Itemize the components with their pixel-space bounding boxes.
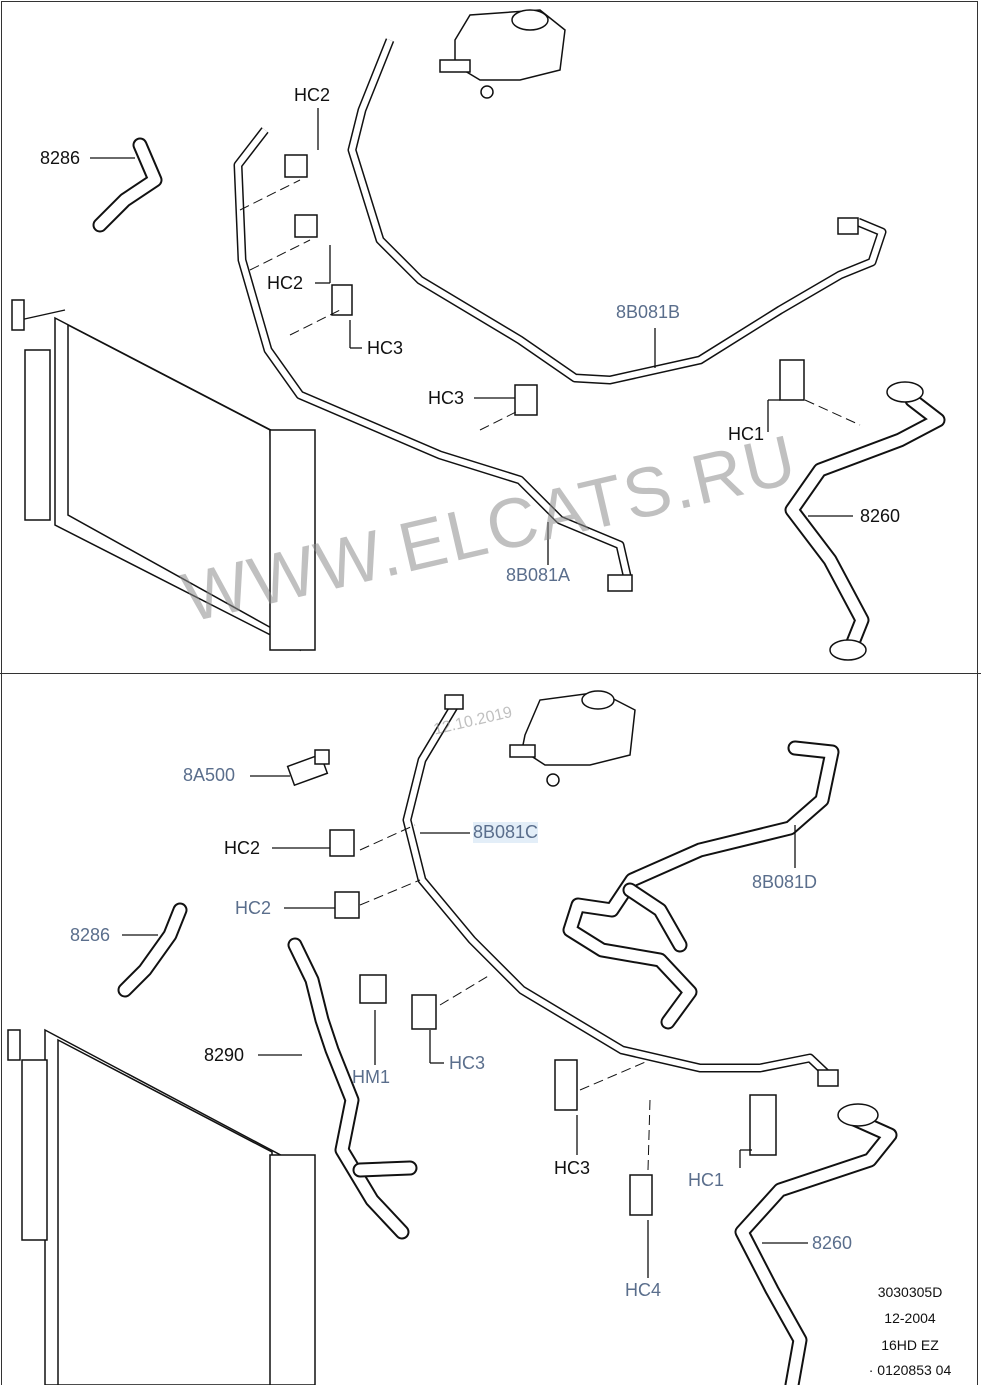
label-8260-bottom: 8260 <box>812 1233 853 1253</box>
label-hc2-top-b: HC2 <box>267 273 304 293</box>
label-hc3-bottom-b: HC3 <box>554 1158 591 1178</box>
label-hc1-top: HC1 <box>728 424 765 444</box>
sensor-8a500 <box>286 749 330 787</box>
drawing-date: 12-2004 <box>884 1310 936 1326</box>
radiator-bottom <box>7 1028 316 1385</box>
label-8b081b: 8B081B <box>616 302 681 322</box>
hose-8b081c <box>402 694 839 1087</box>
reference-number: · 0120853 04 <box>868 1362 952 1378</box>
label-hm1: HM1 <box>352 1067 391 1087</box>
label-hc2-bottom-a: HC2 <box>224 838 261 858</box>
label-hc3-top-a: HC3 <box>367 338 404 358</box>
radiator-top <box>11 299 316 652</box>
label-8260-top: 8260 <box>860 506 901 526</box>
hose-8b081b <box>347 38 887 385</box>
hose-8260-bottom <box>734 1103 898 1385</box>
label-8290: 8290 <box>204 1045 245 1065</box>
label-8286-top: 8286 <box>40 148 81 168</box>
engine-code: 16HD EZ <box>881 1337 939 1353</box>
reservoir-bottom <box>509 690 636 787</box>
leaders-top <box>90 108 853 565</box>
hose-8286-bottom <box>117 902 188 998</box>
label-hc2-top-a: HC2 <box>294 85 331 105</box>
label-8b081c: 8B081C <box>473 822 539 843</box>
drawing-code: 3030305D <box>877 1284 943 1300</box>
hose-8286-top <box>92 137 163 233</box>
reservoir-top <box>439 9 566 99</box>
label-8286-bottom: 8286 <box>70 925 111 945</box>
label-hc3-bottom-a: HC3 <box>449 1053 486 1073</box>
hose-8260-top <box>784 381 946 661</box>
label-8b081a: 8B081A <box>506 565 571 585</box>
panel-divider <box>0 673 981 674</box>
label-8a500: 8A500 <box>183 765 236 785</box>
label-hc4: HC4 <box>625 1280 662 1300</box>
label-hc1-bottom: HC1 <box>688 1170 725 1190</box>
leaders-bottom <box>122 775 808 1278</box>
clips-top <box>239 154 861 431</box>
hose-8b081a <box>233 127 633 592</box>
hose-8b081d <box>562 740 840 1030</box>
hose-8290 <box>287 937 418 1240</box>
clips-bottom <box>329 824 777 1216</box>
label-hc2-bottom-b: HC2 <box>235 898 272 918</box>
label-8b081d: 8B081D <box>752 872 818 892</box>
label-hc3-top-b: HC3 <box>428 388 465 408</box>
